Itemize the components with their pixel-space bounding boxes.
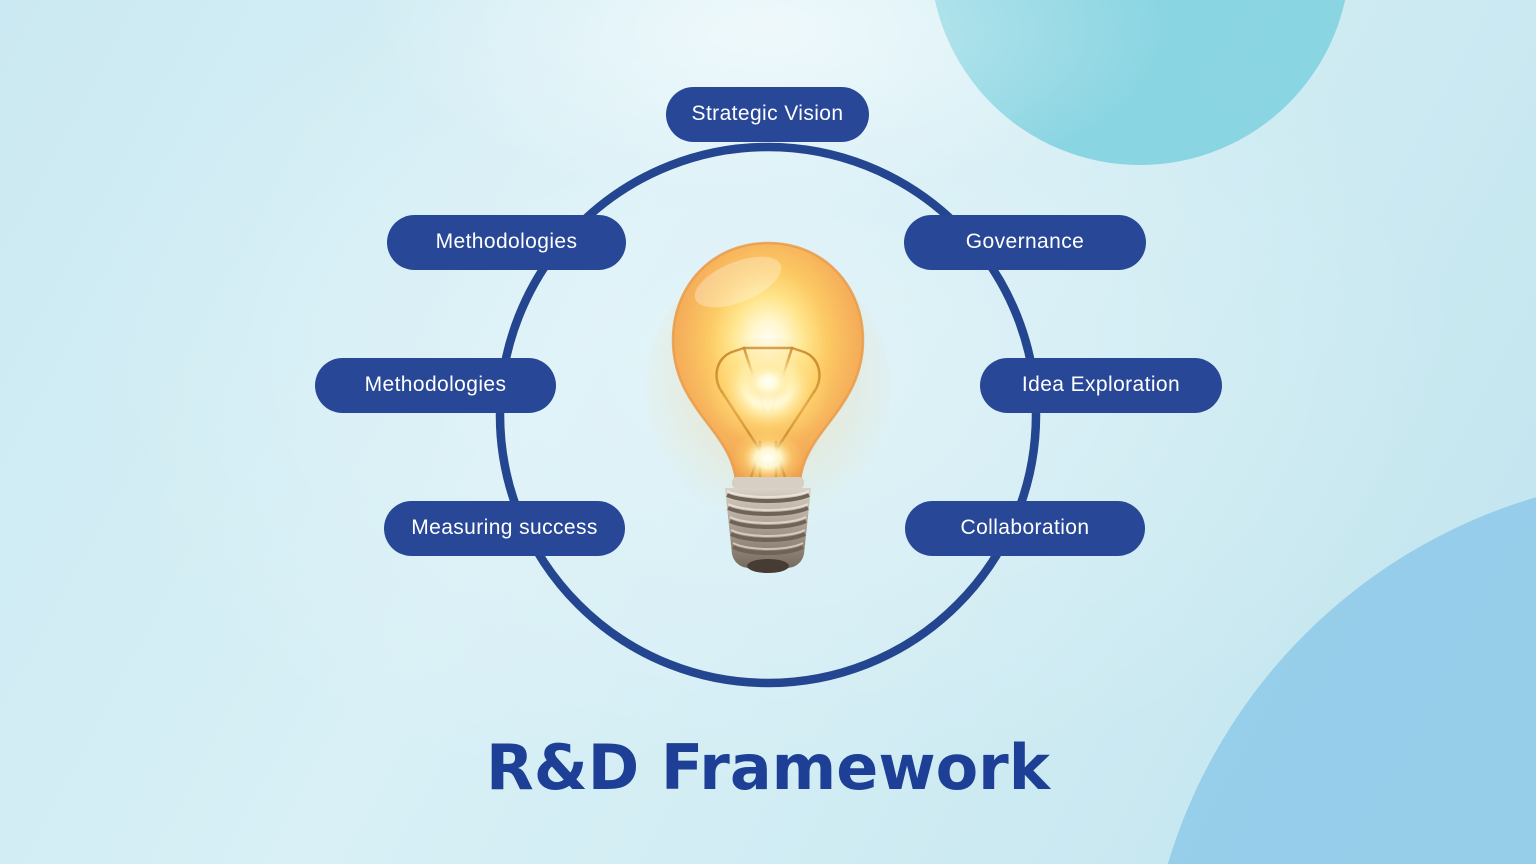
node-label: Strategic Vision bbox=[691, 101, 844, 125]
node-methodologies-upper-left: Methodologies bbox=[387, 215, 626, 270]
bulb-screw-base bbox=[725, 477, 811, 573]
node-label: Methodologies bbox=[435, 229, 578, 253]
node-idea-exploration: Idea Exploration bbox=[980, 358, 1222, 413]
node-governance: Governance bbox=[904, 215, 1146, 270]
node-label: Measuring success bbox=[411, 515, 598, 539]
lightbulb-icon bbox=[646, 241, 890, 573]
node-label: Governance bbox=[965, 229, 1085, 253]
node-methodologies-left: Methodologies bbox=[315, 358, 556, 413]
node-label: Collaboration bbox=[960, 515, 1090, 539]
page-title: R&D Framework bbox=[486, 731, 1050, 804]
node-collaboration: Collaboration bbox=[905, 501, 1145, 556]
node-strategic-vision: Strategic Vision bbox=[666, 87, 869, 142]
node-measuring-success: Measuring success bbox=[384, 501, 625, 556]
ring-circle bbox=[495, 142, 1041, 688]
node-label: Methodologies bbox=[364, 372, 507, 396]
node-label: Idea Exploration bbox=[1021, 372, 1181, 396]
bulb-glow-core bbox=[706, 336, 830, 486]
